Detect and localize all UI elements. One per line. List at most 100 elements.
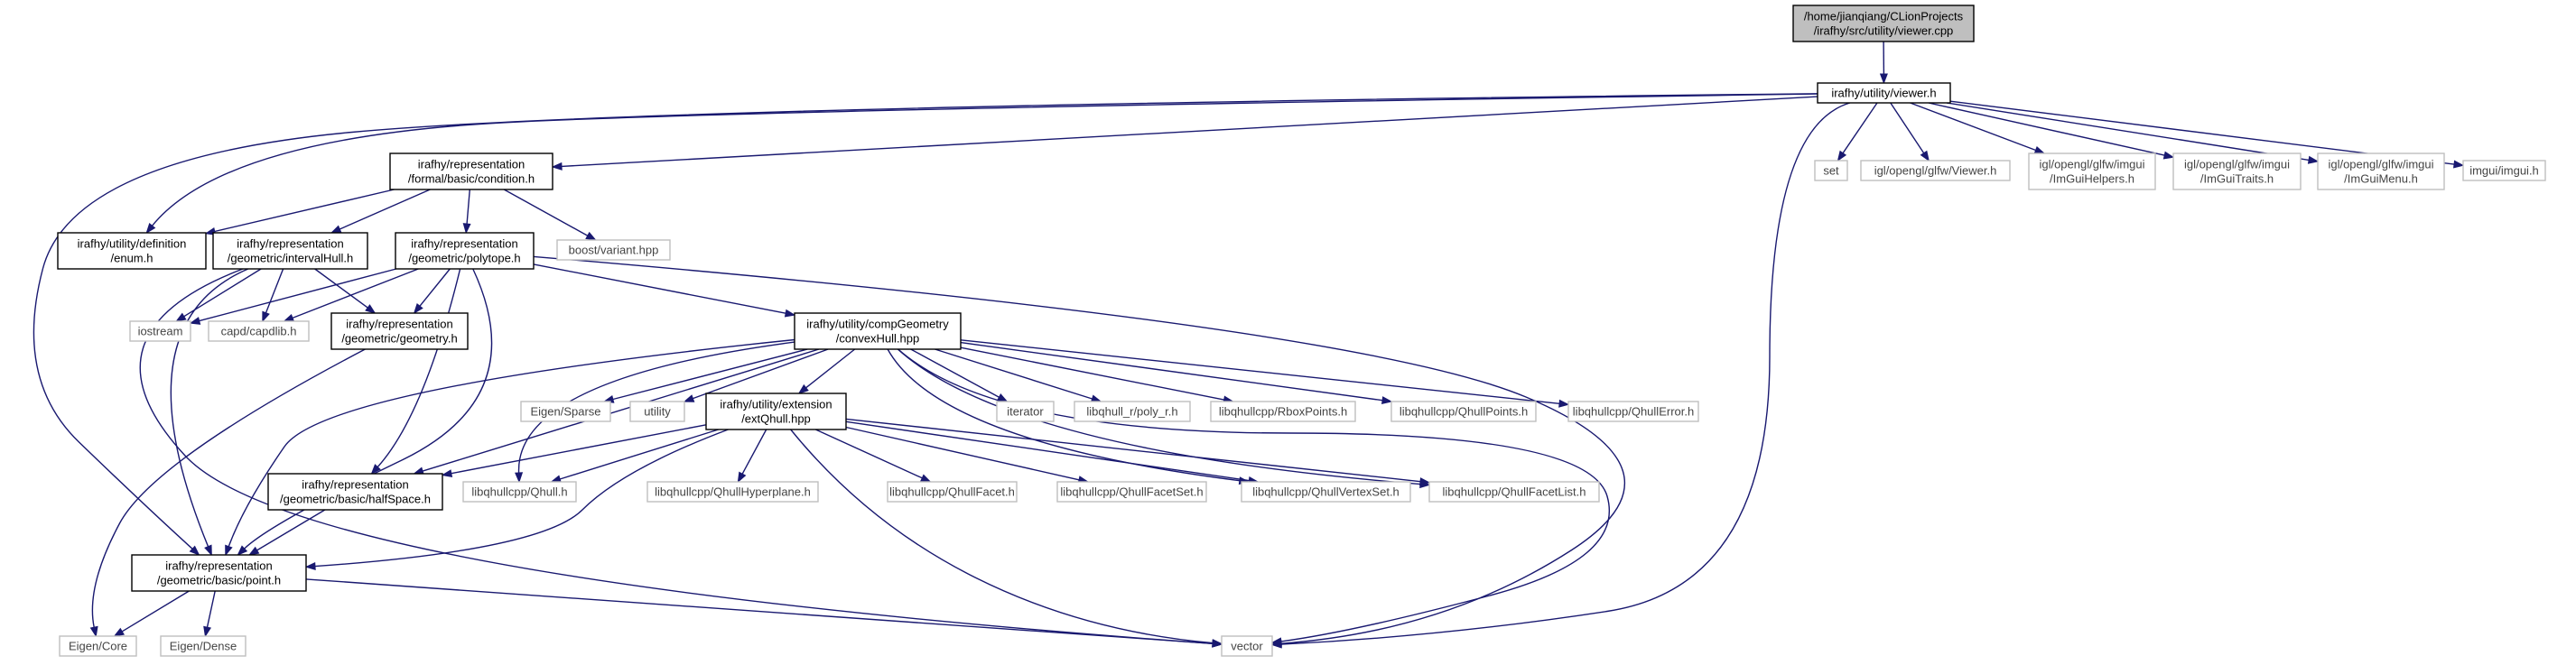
- node-box: [1056, 481, 1207, 503]
- edge-extqhull-to-qhullhyperplane: [737, 429, 767, 484]
- node-label-line: libqhullcpp/Qhull.h: [471, 485, 567, 499]
- edge-viewer_h-to-condition_h: [551, 96, 1818, 171]
- node-qhullfacet: libqhullcpp/QhullFacet.h: [887, 481, 1018, 503]
- node-label-line: irafhy/utility/extension: [720, 398, 832, 411]
- edge-condition_h-to-polytope: [462, 189, 471, 235]
- node-label-line: irafhy/representation: [165, 559, 273, 573]
- edge-polytope-to-iostream: [189, 268, 396, 325]
- edge-point_h-to-vector: [305, 578, 1223, 648]
- node-label-line: libqhullcpp/QhullFacetSet.h: [1060, 485, 1203, 499]
- edge-condition_h-to-boost_variant: [503, 189, 597, 241]
- node-box: [389, 152, 553, 190]
- node-label-line: libqhull_r/poly_r.h: [1086, 405, 1177, 419]
- node-label-line: irafhy/utility/viewer.h: [1831, 87, 1936, 100]
- node-set: set: [1814, 160, 1848, 181]
- node-label-line: irafhy/representation: [418, 158, 525, 171]
- node-viewer-cpp[interactable]: /home/jianqiang/CLionProjects/irafhy/src…: [1792, 5, 1975, 42]
- edge-extqhull-to-vector: [790, 429, 1223, 648]
- node-halfspace[interactable]: irafhy/representation/geometric/basic/ha…: [267, 473, 443, 511]
- node-geometry-h[interactable]: irafhy/representation/geometric/geometry…: [330, 312, 469, 350]
- node-label-line: irafhy/utility/definition: [78, 237, 187, 251]
- node-capdlib: capd/capdlib.h: [208, 320, 310, 342]
- node-box: [2462, 160, 2546, 181]
- node-label-line: irafhy/representation: [411, 237, 518, 251]
- node-label-line: /geometric/intervalHull.h: [228, 252, 353, 265]
- node-box: [794, 312, 962, 350]
- edge-convexhull-to-qhullerror: [960, 339, 1570, 408]
- node-label-line: imgui/imgui.h: [2469, 164, 2539, 178]
- edge-viewer_h-to-enum_h: [145, 93, 1818, 235]
- edge-convexhull-to-extqhull: [797, 348, 856, 394]
- node-viewer-glfw: igl/opengl/glfw/Viewer.h: [1860, 160, 2011, 181]
- edge-extqhull-to-point_h: [304, 429, 729, 570]
- node-box: [395, 232, 535, 270]
- node-viewer-h[interactable]: irafhy/utility/viewer.h: [1817, 82, 1951, 104]
- edge-polytope-to-convexhull: [533, 263, 796, 318]
- edge-geometry_h-to-eigen_core: [89, 348, 366, 638]
- node-imguihelpers[interactable]: igl/opengl/glfw/imgui/ImGuiHelpers.h: [2028, 152, 2156, 190]
- node-box: [212, 232, 368, 270]
- edge-condition_h-to-intervalhull: [330, 189, 431, 234]
- edge-intervalhull-to-geometry_h: [314, 268, 377, 314]
- node-imguimenu[interactable]: igl/opengl/glfw/imgui/ImGuiMenu.h: [2317, 152, 2445, 190]
- node-label-line: iostream: [138, 325, 183, 338]
- edge-polytope-to-halfspace: [370, 268, 461, 476]
- node-box: [1241, 481, 1411, 503]
- node-utility: utility: [629, 401, 685, 422]
- node-box: [1074, 401, 1191, 422]
- node-imguitraits[interactable]: igl/opengl/glfw/imgui/ImGuiTraits.h: [2172, 152, 2302, 190]
- edge-viewer_h-to-imguitraits: [1928, 102, 2175, 160]
- node-box: [1792, 5, 1975, 42]
- node-label-line: irafhy/representation: [346, 318, 453, 331]
- node-vector: vector: [1221, 635, 1273, 657]
- node-label-line: libqhullcpp/QhullFacet.h: [889, 485, 1015, 499]
- node-convexhull[interactable]: irafhy/utility/compGeometry/convexHull.h…: [794, 312, 962, 350]
- node-label-line: utility: [644, 405, 671, 419]
- node-box: [330, 312, 469, 350]
- node-qhullerror: libqhullcpp/QhullError.h: [1567, 401, 1699, 422]
- node-box: [556, 239, 671, 261]
- edge-convexhull-to-vector: [897, 348, 1611, 646]
- edge-convexhull-to-iterator: [910, 348, 1009, 402]
- node-label-line: /irafhy/src/utility/viewer.cpp: [1814, 24, 1954, 38]
- node-eigen-core: Eigen/Core: [59, 635, 137, 657]
- node-point-h[interactable]: irafhy/representation/geometric/basic/po…: [131, 554, 307, 592]
- node-box: [1210, 401, 1356, 422]
- node-label-line: /ImGuiTraits.h: [2200, 172, 2274, 186]
- edge-convexhull-to-halfspace: [413, 348, 820, 476]
- node-polytope[interactable]: irafhy/representation/geometric/polytope…: [395, 232, 535, 270]
- node-enum-h[interactable]: irafhy/utility/definition/enum.h: [57, 232, 207, 270]
- edge-viewer_h-to-viewer_glfw: [1890, 102, 1930, 162]
- edge-halfspace-to-point_h: [247, 509, 326, 556]
- node-label-line: /geometric/polytope.h: [408, 252, 520, 265]
- node-label-line: igl/opengl/glfw/imgui: [2328, 158, 2433, 171]
- node-rboxpoints: libqhullcpp/RboxPoints.h: [1210, 401, 1356, 422]
- node-label-line: /extQhull.hpp: [741, 412, 811, 426]
- node-box: [629, 401, 685, 422]
- node-intervalhull[interactable]: irafhy/representation/geometric/interval…: [212, 232, 368, 270]
- node-label-line: irafhy/utility/compGeometry: [806, 318, 949, 331]
- node-box: [462, 481, 577, 503]
- edge-viewer_h-to-set: [1837, 102, 1878, 162]
- node-label-line: /formal/basic/condition.h: [408, 172, 535, 186]
- node-boost-variant: boost/variant.hpp: [556, 239, 671, 261]
- node-qhull-h: libqhullcpp/Qhull.h: [462, 481, 577, 503]
- node-qhullfacetlist: libqhullcpp/QhullFacetList.h: [1428, 481, 1600, 503]
- node-label-line: libqhullcpp/QhullFacetList.h: [1443, 485, 1586, 499]
- node-iterator: iterator: [996, 401, 1055, 422]
- node-box: [267, 473, 443, 511]
- edge-intervalhull-to-point_h: [170, 268, 249, 557]
- node-box: [996, 401, 1055, 422]
- node-box: [1390, 401, 1537, 422]
- edge-extqhull-to-qhull_h: [550, 429, 719, 484]
- node-box: [57, 232, 207, 270]
- node-extqhull[interactable]: irafhy/utility/extension/extQhull.hpp: [705, 393, 847, 430]
- node-box: [520, 401, 611, 422]
- node-label-line: libqhullcpp/QhullError.h: [1573, 405, 1694, 419]
- node-eigen-sparse: Eigen/Sparse: [520, 401, 611, 422]
- node-label-line: libqhullcpp/QhullPoints.h: [1400, 405, 1528, 419]
- node-box: [2317, 152, 2445, 190]
- node-condition-h[interactable]: irafhy/representation/formal/basic/condi…: [389, 152, 553, 190]
- node-label-line: Eigen/Sparse: [530, 405, 600, 419]
